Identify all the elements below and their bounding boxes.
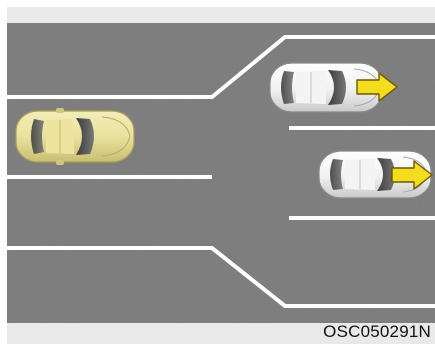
top-margin [7,7,435,23]
figure-code-label: OSC050291N [323,322,431,342]
car-top-view-icon [16,108,134,165]
